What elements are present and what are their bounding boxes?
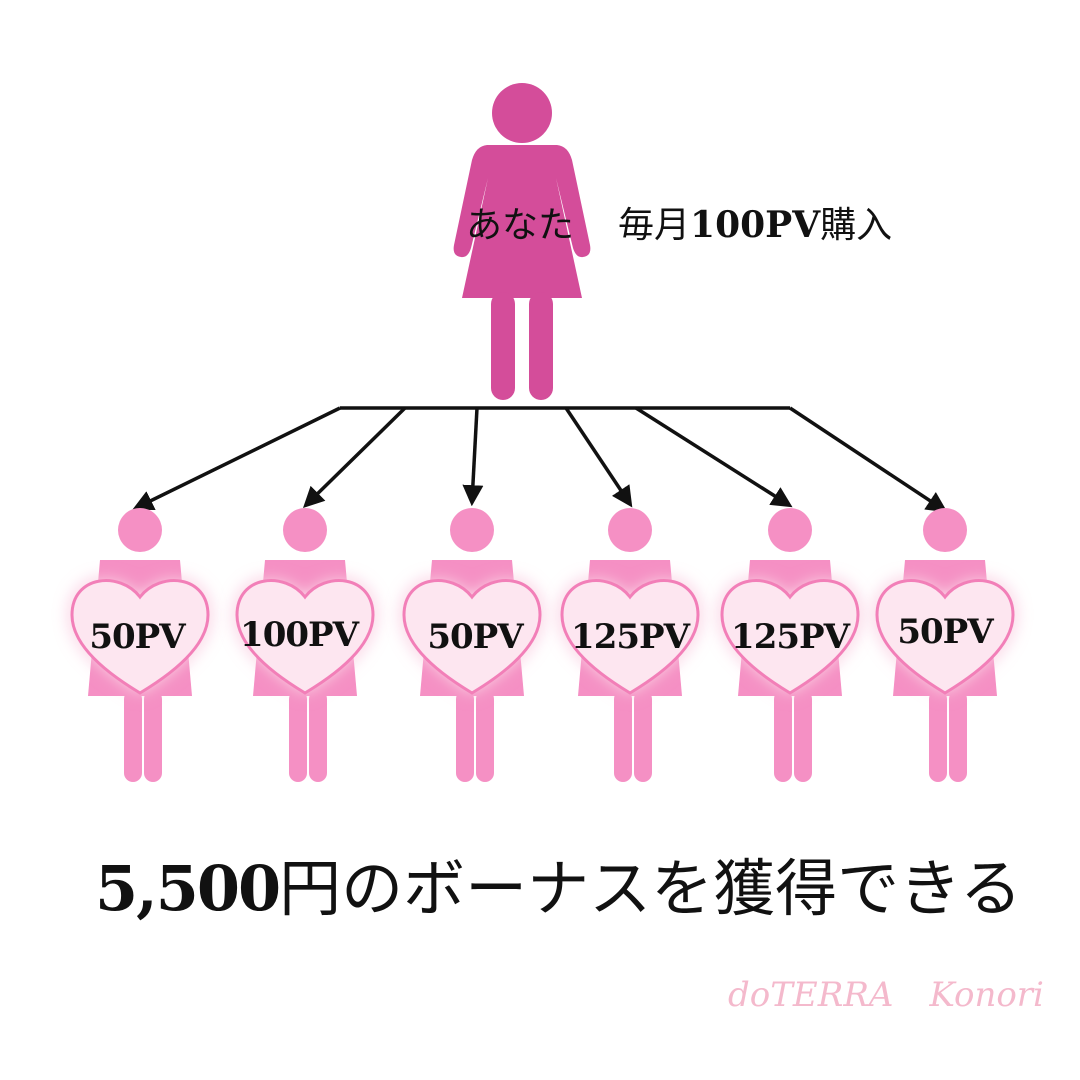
- downline-pv-label: 100PV: [240, 615, 359, 655]
- top-person-icon: [453, 83, 591, 400]
- arrow-1: [132, 406, 341, 511]
- purchase-prefix: 毎月: [618, 205, 691, 246]
- downline-pv-label: 125PV: [731, 617, 850, 657]
- arrow-6: [789, 406, 948, 513]
- heart-icon: [875, 579, 1015, 695]
- bonus-text: 円のボーナスを獲得できる: [279, 852, 1022, 925]
- you-label: あなた: [466, 205, 575, 246]
- downline-group: [70, 508, 1015, 782]
- bonus-amount: 5,500: [95, 852, 281, 925]
- arrow-5: [635, 406, 793, 508]
- downline-pv-label: 50PV: [897, 612, 993, 652]
- downline-pv-label: 50PV: [89, 617, 185, 657]
- heart-icon: [720, 579, 860, 695]
- monthly-purchase-label: 毎月100PV購入: [618, 196, 892, 248]
- arrow-4: [564, 407, 633, 508]
- downline-pv-label: 125PV: [571, 617, 690, 657]
- heart-icon: [235, 579, 375, 695]
- heart-icon: [70, 579, 210, 695]
- purchase-suffix: 購入: [820, 205, 893, 246]
- credit-watermark: doTERRA Konori: [728, 975, 1044, 1015]
- purchase-amount: 100PV: [690, 204, 821, 246]
- downline-pv-label: 50PV: [427, 617, 523, 657]
- credit-brand: doTERRA: [728, 975, 894, 1015]
- arrow-2: [303, 406, 407, 508]
- heart-icon: [402, 579, 542, 695]
- connector-arrows: [132, 406, 948, 513]
- heart-icon: [560, 579, 700, 695]
- arrow-3: [462, 407, 484, 507]
- bonus-statement: 5,500円のボーナスを獲得できる: [95, 838, 1022, 928]
- credit-name: Konori: [929, 975, 1044, 1015]
